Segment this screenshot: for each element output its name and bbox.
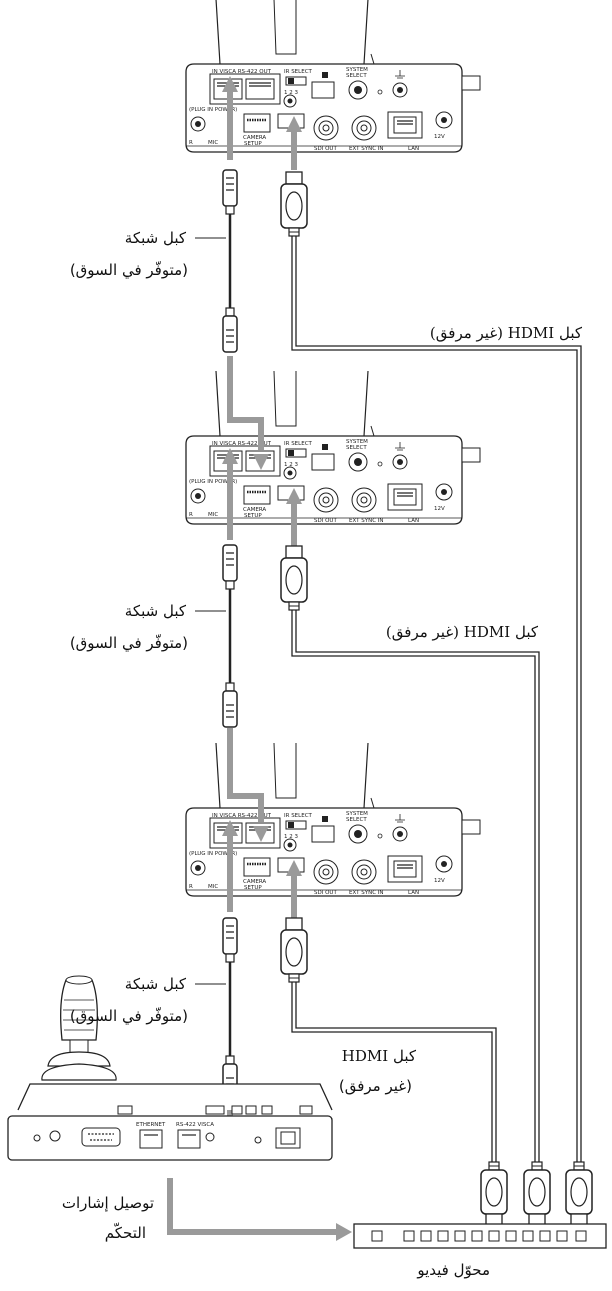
hdmi-cable-2-label: كبل HDMI (غير مرفق) <box>386 622 538 642</box>
network-cable-3 <box>223 918 237 1100</box>
hdmi-cable-1 <box>281 172 581 1165</box>
hdmi-cable-3-label: كبل HDMI <box>342 1046 416 1066</box>
remote-controller: ETHERNET RS-422 VISCA <box>8 976 332 1160</box>
hdmi-switcher-plugs <box>481 1162 592 1226</box>
network-cable-1-availability: (متوفّر في السوق) <box>70 260 188 280</box>
network-cable-1-label: كبل شبكة <box>125 228 186 248</box>
hdmi-cable-1-label: كبل HDMI (غير مرفق) <box>430 323 582 343</box>
control-connection-label: توصيل إشارات <box>62 1193 154 1213</box>
network-cable-2-availability: (متوفّر في السوق) <box>70 633 188 653</box>
network-cable-3-availability: (متوفّر في السوق) <box>70 1006 188 1026</box>
video-switcher <box>354 1224 606 1248</box>
signal-arrowheads <box>180 76 352 1241</box>
network-cable-1 <box>223 170 237 352</box>
hdmi-cable-3-not-supplied: (غير مرفق) <box>339 1076 412 1096</box>
video-switcher-label: محوّل فيديو <box>417 1260 490 1280</box>
network-cable-3-label: كبل شبكة <box>125 974 186 994</box>
network-cable-2-label: كبل شبكة <box>125 601 186 621</box>
network-cable-2 <box>223 545 237 727</box>
control-signal-path <box>170 82 336 1232</box>
controller-rs422-label: RS-422 VISCA <box>176 1122 214 1128</box>
controller-ethernet-label: ETHERNET <box>136 1122 166 1128</box>
control-connection-label-2: التحكّم <box>105 1223 146 1243</box>
